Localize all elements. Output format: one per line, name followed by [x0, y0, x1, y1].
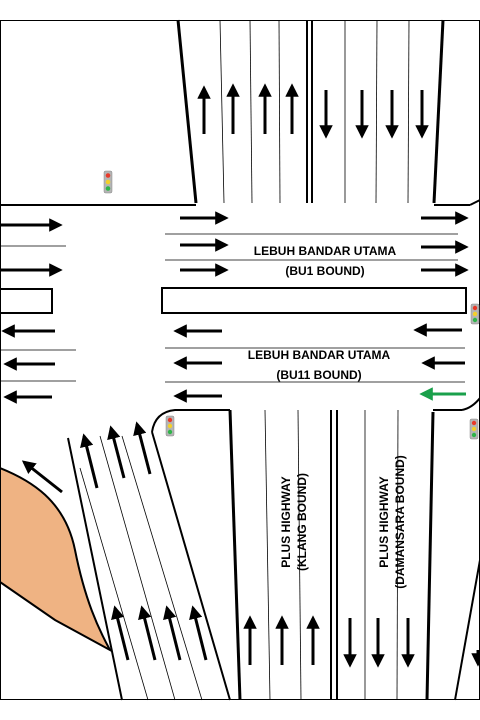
traffic-light-icon	[470, 303, 480, 325]
road-label-bu1-name: LEBUH BANDAR UTAMA	[254, 244, 397, 258]
north-approach	[176, 19, 445, 204]
traffic-island	[0, 466, 113, 653]
traffic-light-icon	[469, 418, 479, 440]
lane-arrow-icon	[80, 433, 99, 489]
traffic-light-icon	[103, 170, 113, 194]
westbound-arrows	[1, 323, 465, 404]
lane-arrow-icon	[163, 605, 182, 661]
median-main	[161, 287, 467, 314]
lane-arrow-icon	[189, 605, 208, 661]
median-west	[0, 288, 53, 314]
road-label-bu11-name: LEBUH BANDAR UTAMA	[248, 348, 391, 362]
slip-road-arrows	[21, 421, 208, 661]
lane-arrow-icon	[111, 605, 130, 661]
south-approach	[228, 409, 480, 701]
main-road-lane-lines	[0, 233, 465, 383]
north-approach-arrows	[197, 83, 429, 139]
lane-arrow-icon	[107, 425, 126, 479]
traffic-light-icon	[165, 415, 175, 437]
road-label-plus-damansara-bound: (DAMANSARA BOUND)	[393, 455, 407, 589]
lane-arrow-icon	[21, 460, 63, 494]
eastbound-arrows	[0, 211, 469, 277]
lane-arrow-icon	[133, 421, 152, 475]
road-label-bu11-bound: (BU11 BOUND)	[276, 368, 361, 382]
southwest-slip-road	[67, 431, 231, 701]
south-approach-arrows	[243, 615, 480, 668]
road-label-plus-damansara-name: PLUS HIGHWAY	[377, 476, 391, 568]
road-label-plus-klang-bound: (KLANG BOUND)	[295, 473, 309, 571]
main-road-edges	[0, 199, 480, 433]
lane-arrow-icon	[138, 605, 157, 661]
road-label-plus-klang-name: PLUS HIGHWAY	[279, 476, 293, 568]
road-label-bu1-bound: (BU1 BOUND)	[285, 264, 364, 278]
